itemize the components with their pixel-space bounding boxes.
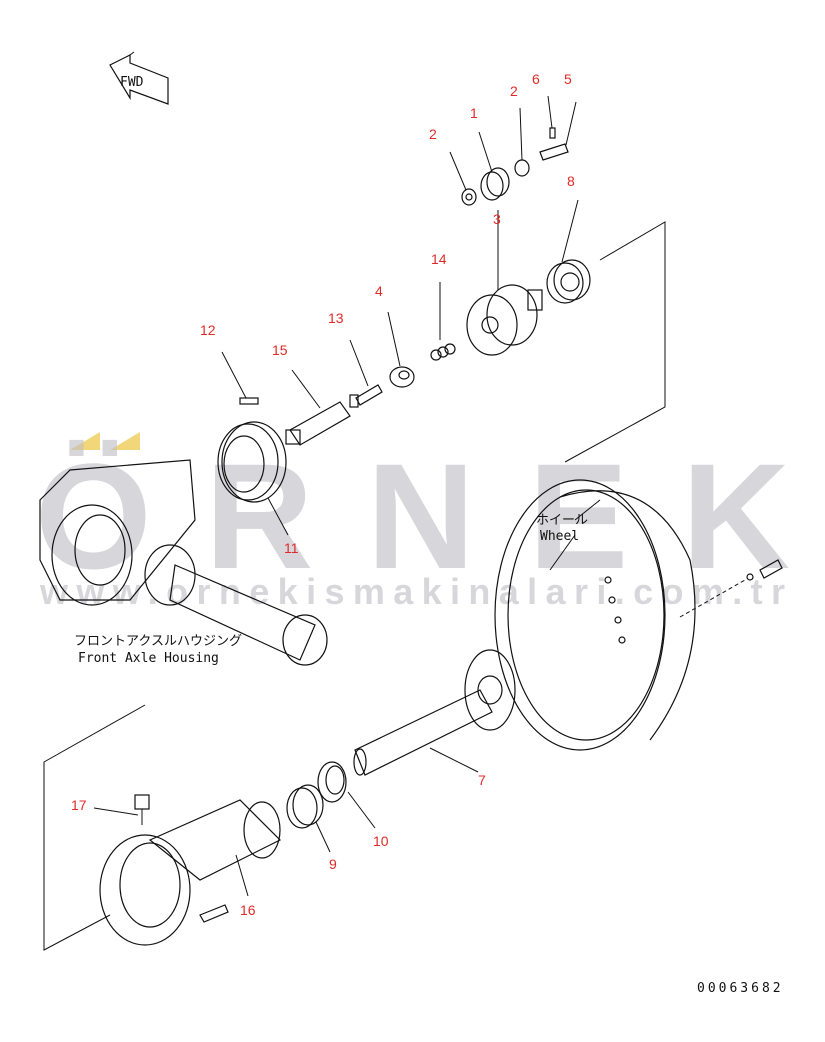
callout-9: 9 — [329, 856, 337, 872]
callout-8: 8 — [567, 173, 575, 189]
leader-lines — [93, 95, 601, 897]
drawing-number: 00063682 — [697, 981, 784, 996]
part-bearing-9 — [286, 784, 324, 829]
callout-15: 15 — [272, 342, 288, 358]
frame-line — [43, 704, 146, 951]
callout-4: 4 — [375, 283, 383, 299]
callout-6: 6 — [532, 71, 540, 87]
part-front-axle-housing — [39, 459, 328, 666]
callout-17: 17 — [71, 797, 87, 813]
part-carrier-3 — [466, 284, 543, 356]
part-bearing-1 — [480, 167, 510, 201]
callout-labels: 1 2 2 6 5 8 3 14 4 13 12 15 11 7 10 9 16… — [71, 71, 575, 918]
frame-line — [564, 221, 666, 463]
part-ring-11 — [217, 421, 287, 503]
part-pin-6 — [549, 127, 556, 139]
part-housing-16 — [99, 799, 282, 946]
housing-label-en: Front Axle Housing — [78, 651, 219, 666]
callout-2: 2 — [429, 126, 437, 142]
callout-7: 7 — [478, 772, 486, 788]
part-nut-2 — [461, 188, 477, 206]
wheel-label-jp: ホイール — [536, 513, 588, 528]
part-bearing-8 — [546, 259, 591, 304]
fwd-label: FWD — [120, 75, 144, 90]
callout-12: 12 — [200, 322, 216, 338]
part-axle-shaft-7 — [353, 649, 516, 776]
part-seal-10 — [317, 761, 347, 803]
callout-2: 2 — [510, 83, 518, 99]
wheel-label-en: Wheel — [540, 529, 579, 544]
watermark-accent — [110, 432, 140, 450]
part-wheel-bolt — [746, 559, 783, 581]
watermark-accent — [70, 432, 100, 450]
part-nut-2b — [514, 159, 530, 177]
callout-1: 1 — [470, 105, 478, 121]
callout-3: 3 — [493, 211, 501, 227]
housing-label-jp: フロントアクスルハウジング — [74, 634, 242, 649]
watermark: ÖRNEK www.ornekismakinalari.com.tr — [35, 432, 790, 612]
watermark-url: www.ornekismakinalari.com.tr — [39, 571, 785, 612]
callout-16: 16 — [240, 902, 256, 918]
callout-11: 11 — [284, 540, 299, 556]
assembly-line — [679, 579, 746, 618]
part-pin-12 — [239, 397, 259, 405]
part-bolt-13 — [349, 384, 383, 408]
fwd-arrow-icon: FWD — [109, 51, 169, 105]
callout-13: 13 — [328, 310, 344, 326]
part-washers-14 — [430, 343, 456, 361]
callout-5: 5 — [564, 71, 572, 87]
callout-14: 14 — [431, 251, 447, 267]
callout-10: 10 — [373, 833, 389, 849]
part-pin-5 — [539, 143, 569, 161]
part-shaft-15 — [285, 401, 351, 446]
part-washer-4 — [389, 366, 415, 388]
part-wheel — [494, 479, 696, 751]
part-breather-17 — [134, 794, 150, 825]
